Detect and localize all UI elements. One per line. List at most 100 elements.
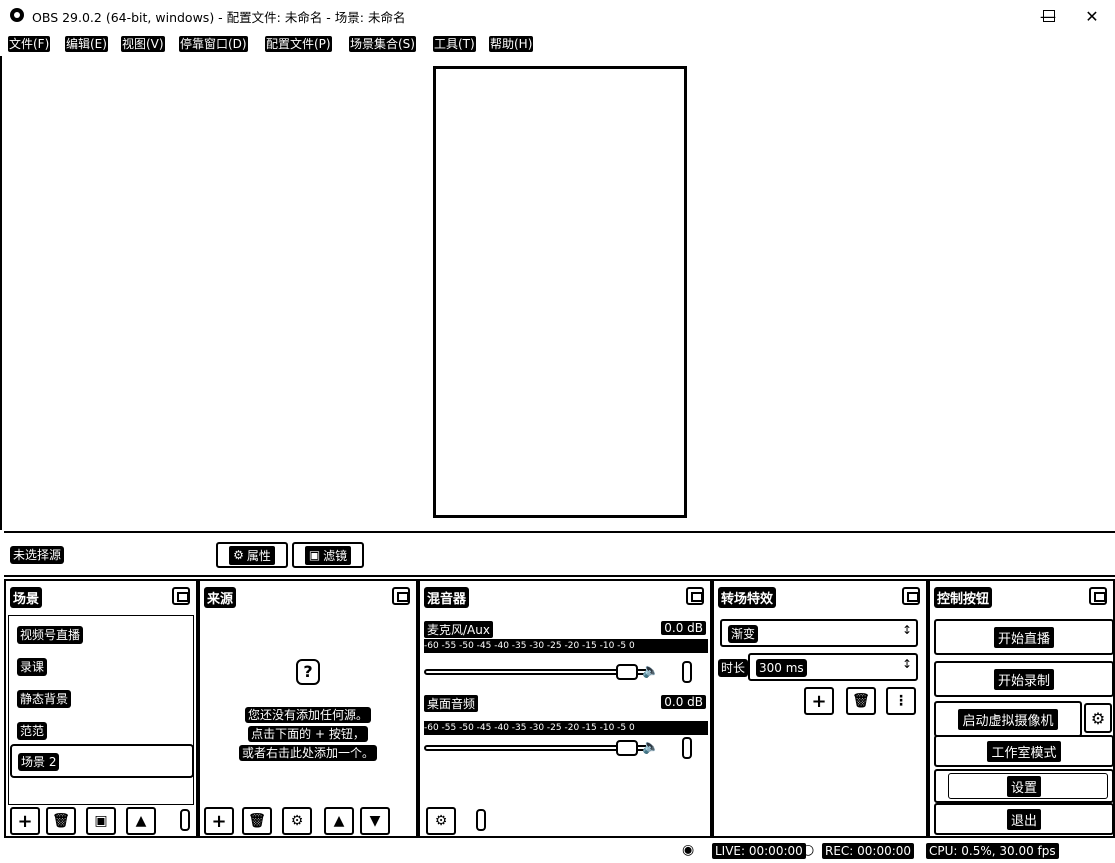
status-bar: ◉ LIVE: 00:00:00 ○ REC: 00:00:00 CPU: 0.… (0, 838, 1115, 863)
mixer-dock: 混音器 麦克风/Aux 0.0 dB -60 -55 -50 -45 -40 -… (418, 579, 712, 838)
menu-profile[interactable]: 配置文件(P) (265, 36, 332, 52)
source-toolbar: 未选择源 ⚙属性 ▣滤镜 (4, 531, 1115, 577)
chevron-down-icon: ↕ (901, 623, 912, 637)
desktop-meter: -60 -55 -50 -45 -40 -35 -30 -25 -20 -15 … (424, 721, 708, 735)
obs-logo-icon (10, 8, 24, 22)
trash-icon: 🗑 (852, 693, 870, 709)
gear-icon: ⚙ (434, 813, 448, 829)
mixer-title: 混音器 (424, 587, 470, 608)
maximize-icon (1043, 10, 1055, 22)
speaker-icon[interactable]: 🔈 (642, 663, 660, 679)
trash-icon: 🗑 (52, 813, 70, 829)
speaker-icon[interactable]: 🔈 (642, 739, 660, 755)
menu-scene-collection[interactable]: 场景集合(S) (349, 36, 416, 52)
filter-icon: ▣ (308, 548, 321, 562)
mic-volume-handle[interactable] (616, 664, 638, 680)
settings-button[interactable]: 设置 (934, 769, 1114, 803)
transitions-dock: 转场特效 渐变 ↕ 时长 300 ms ↕ + 🗑 ⋮ (712, 579, 928, 838)
move-scene-up-button[interactable]: ▲ (126, 807, 156, 835)
transition-selected: 渐变 (728, 625, 759, 643)
remove-scene-button[interactable]: 🗑 (46, 807, 76, 835)
studio-mode-button[interactable]: 工作室模式 (934, 735, 1114, 767)
filter-icon: ▣ (94, 813, 108, 829)
spin-arrows-icon[interactable]: ↕ (901, 657, 912, 671)
list-item[interactable]: 视频号直播 (17, 626, 84, 646)
desktop-channel-name: 桌面音频 (424, 695, 479, 712)
transition-menu-button[interactable]: ⋮ (886, 687, 916, 715)
minimize-button[interactable]: — (1040, 6, 1056, 26)
virtual-cam-settings-button[interactable]: ⚙ (1084, 703, 1112, 733)
live-timer: LIVE: 00:00:00 (712, 843, 806, 859)
transition-select[interactable]: 渐变 ↕ (720, 619, 918, 647)
record-icon: ○ (802, 842, 815, 858)
scene-label: 视频号直播 (17, 626, 84, 644)
menu-help[interactable]: 帮助(H) (489, 36, 534, 52)
mixer-settings-button[interactable]: ⚙ (426, 807, 456, 835)
menu-icon: ⋮ (894, 693, 908, 709)
scene-label: 场景 2 (18, 753, 60, 771)
close-button[interactable]: ✕ (1085, 6, 1099, 26)
dock-float-icon[interactable] (392, 587, 410, 605)
desktop-volume-slider[interactable] (424, 745, 654, 751)
add-scene-button[interactable]: + (10, 807, 40, 835)
virtual-cam-button[interactable]: 启动虚拟摄像机 (934, 701, 1082, 737)
properties-button[interactable]: ⚙属性 (216, 542, 288, 568)
menu-edit[interactable]: 编辑(E) (65, 36, 108, 52)
list-item[interactable]: 录课 (17, 658, 48, 678)
sources-dock: 来源 ? 您还没有添加任何源。 点击下面的 + 按钮， 或者右击此处添加一个。 … (198, 579, 418, 838)
menu-view[interactable]: 视图(V) (121, 36, 165, 52)
transitions-title: 转场特效 (718, 587, 777, 608)
trash-icon: 🗑 (248, 813, 266, 829)
remove-source-button[interactable]: 🗑 (242, 807, 272, 835)
remove-transition-button[interactable]: 🗑 (846, 687, 876, 715)
dock-float-icon[interactable] (686, 587, 704, 605)
window-title: OBS 29.0.2 (64-bit, windows) - 配置文件: 未命名… (32, 10, 406, 25)
menu-bar: 文件(F) 编辑(E) 视图(V) 停靠窗口(D) 配置文件(P) 场景集合(S… (0, 32, 1115, 56)
move-source-up-button[interactable]: ▲ (324, 807, 354, 835)
virtual-cam-label: 启动虚拟摄像机 (958, 708, 1058, 730)
mic-channel-name: 麦克风/Aux (424, 621, 493, 638)
menu-tools[interactable]: 工具(T) (433, 36, 476, 52)
exit-button[interactable]: 退出 (934, 803, 1114, 835)
filters-button[interactable]: ▣滤镜 (292, 542, 364, 568)
scene-label: 静态背景 (17, 690, 72, 708)
cpu-fps: CPU: 0.5%, 30.00 fps (926, 843, 1059, 859)
scene-filters-button[interactable]: ▣ (86, 807, 116, 835)
selected-scene[interactable]: 场景 2 (10, 744, 194, 778)
maximize-button[interactable] (1027, 0, 1071, 32)
gear-icon: ⚙ (290, 813, 304, 829)
scene-label: 录课 (17, 658, 48, 676)
dock-float-icon[interactable] (1089, 587, 1107, 605)
desktop-volume-handle[interactable] (616, 740, 638, 756)
start-stream-label: 开始直播 (993, 626, 1054, 648)
no-source-label: 未选择源 (10, 546, 65, 564)
minimize-button[interactable]: — (1040, 6, 1056, 26)
add-transition-button[interactable]: + (804, 687, 834, 715)
list-item[interactable]: 范范 (17, 722, 48, 742)
start-record-button[interactable]: 开始录制 (934, 661, 1114, 697)
add-source-button[interactable]: + (204, 807, 234, 835)
preview-canvas[interactable] (433, 66, 687, 518)
empty-line: 您还没有添加任何源。 (244, 707, 371, 723)
move-source-down-button[interactable]: ▼ (360, 807, 390, 835)
exit-label: 退出 (1006, 808, 1041, 830)
scene-list[interactable]: 视频号直播 录课 静态背景 范范 场景 2 (8, 615, 194, 805)
dock-menu-icon[interactable] (180, 809, 190, 831)
duration-spinbox[interactable]: 300 ms ↕ (748, 653, 918, 681)
list-item[interactable]: 静态背景 (17, 690, 72, 710)
dock-float-icon[interactable] (172, 587, 190, 605)
menu-docks[interactable]: 停靠窗口(D) (179, 36, 248, 52)
properties-label: 属性 (246, 548, 271, 563)
desktop-menu-icon[interactable] (682, 737, 692, 759)
dock-float-icon[interactable] (902, 587, 920, 605)
mic-volume-slider[interactable] (424, 669, 654, 675)
chevron-up-icon: ▲ (135, 813, 147, 829)
menu-file[interactable]: 文件(F) (8, 36, 51, 52)
mixer-menu-icon[interactable] (476, 809, 486, 831)
start-stream-button[interactable]: 开始直播 (934, 619, 1114, 655)
duration-value: 300 ms (756, 659, 807, 677)
mic-meter: -60 -55 -50 -45 -40 -35 -30 -25 -20 -15 … (424, 639, 708, 653)
mic-menu-icon[interactable] (682, 661, 692, 683)
source-properties-button[interactable]: ⚙ (282, 807, 312, 835)
empty-sources-message: 您还没有添加任何源。 点击下面的 + 按钮， 或者右击此处添加一个。 (200, 706, 416, 763)
